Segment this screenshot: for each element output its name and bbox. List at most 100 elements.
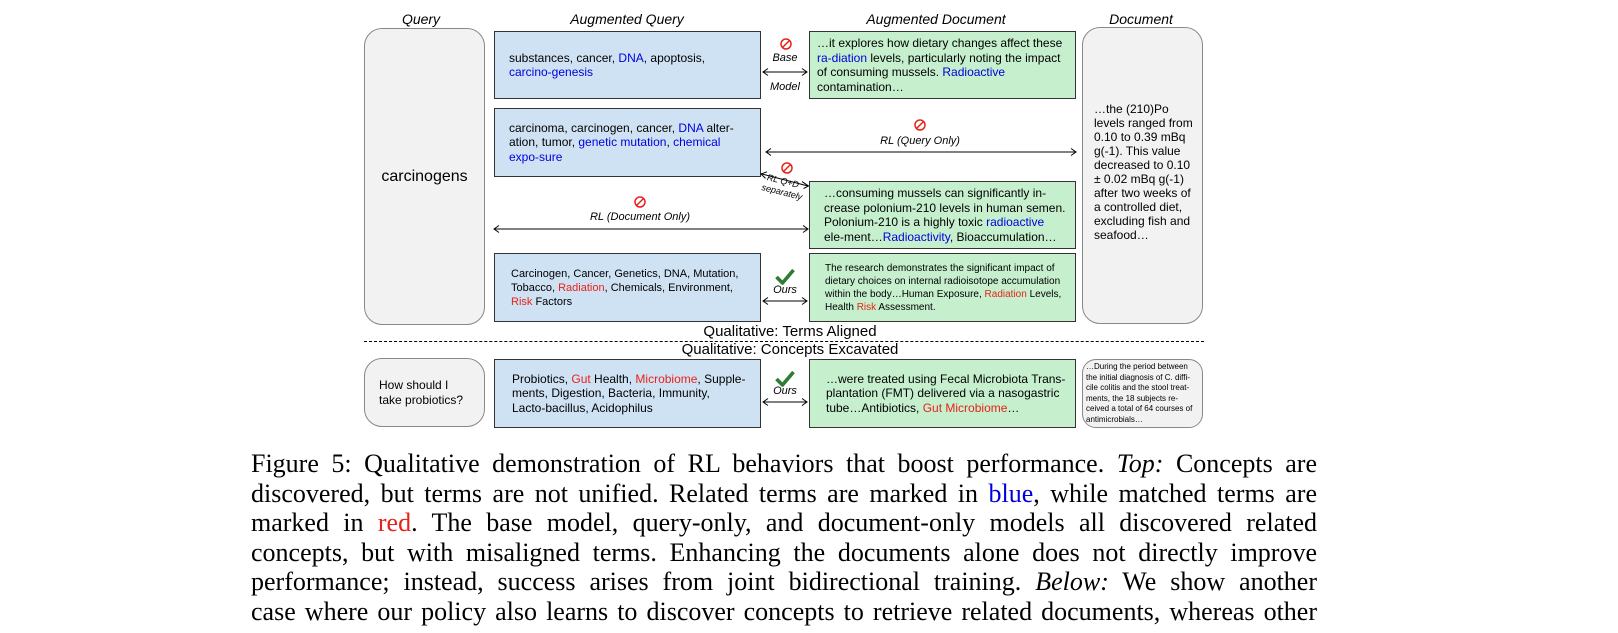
text-run: Radioactivity [882,229,950,244]
caption-run: discovered, but terms are not unified. R… [251,478,989,508]
text-run: , apoptosis, [643,50,706,65]
arrow-ours [762,297,808,305]
query-text-top: carcinogens [381,167,468,185]
text-run: Probiotics, [512,371,572,386]
caption-run: Below: [1035,567,1109,596]
text-run: Levels, Health [825,288,1062,313]
section-title-concepts-excavated: Qualitative: Concepts Excavated [681,341,899,358]
augmented-document-bottom: …were treated using Fecal Microbiota Tra… [809,359,1076,428]
text-run: Carcinogen, Cancer, Genetics, DNA, Mutat… [511,267,739,294]
text-run: Microbiome [635,371,698,386]
label-base: Base [772,52,798,64]
document-text-bottom: …During the period between the initial d… [1086,362,1193,424]
text-run: , [666,135,674,150]
caption-line-2: discovered, but terms are not unified. R… [251,479,1317,509]
caption-run: blue [988,478,1034,508]
prohibited-icon [634,196,646,208]
query-text-bottom: How should I take probiotics? [379,378,464,407]
aq-ours-text: Carcinogen, Cancer, Genetics, DNA, Mutat… [511,267,746,309]
text-run: ele-ment… [824,229,883,244]
text-run: Gut [571,371,591,386]
caption-run: marked in [251,508,378,537]
augmented-document-base: …it explores how dietary changes affect … [809,31,1076,99]
caption-line-5: performance; instead, success arises fro… [251,567,1317,597]
augmented-query-bottom: Probiotics, Gut Health, Microbiome, Supp… [494,359,761,428]
caption-run: Figure 5: Qualitative demonstration of R… [251,449,1117,478]
label-rl-document-only: RL (Document Only) [589,211,691,223]
text-run: Factors [532,295,573,308]
label-rl-query-only: RL (Query Only) [880,135,960,147]
text-run: carcinoma, carcinogen, cancer, [509,120,679,135]
caption-run: Concepts are [1163,449,1317,478]
augmented-query-ours: Carcinogen, Cancer, Genetics, DNA, Mutat… [494,253,761,322]
text-run: Risk [511,295,533,308]
header-augmented-document: Augmented Document [866,11,1006,27]
text-run: Radioactive [942,65,1006,79]
header-query: Query [401,11,441,27]
caption-run: , while matched terms are [1033,478,1318,508]
text-run: substances, cancer, [509,50,619,65]
ad-rl-doc-text: …consuming mussels can significantly in-… [824,186,1067,244]
text-run: Assessment. [876,301,936,313]
arrow-rl-document-only [493,225,809,233]
arrow-rl-query-only [765,148,1077,156]
header-augmented-query: Augmented Query [570,11,684,27]
figure-caption: Figure 5: Qualitative demonstration of R… [251,449,1317,626]
document-box-top: …the (210)Po levels ranged from 0.10 to … [1082,27,1203,324]
caption-run: . The base model, query-only, and docume… [411,508,1318,537]
prohibited-icon [781,162,793,174]
caption-run: Top: [1116,449,1164,478]
label-ours-bottom: Ours [773,385,797,397]
text-run: DNA [618,50,644,65]
text-run: levels, particularly noting the impact o… [817,50,1061,80]
text-run: chemical expo-sure [509,135,721,164]
text-run: , Supple-ments, Digestion, Bacteria, Imm… [512,371,746,415]
arrow-rl-separately [760,171,810,190]
label-ours: Ours [773,284,797,296]
arrow-ours-bottom [762,398,808,406]
text-run: , Bioaccumulation… [949,229,1057,244]
augmented-query-base: substances, cancer, DNA, apoptosis, carc… [494,31,761,99]
ad-bottom-text: …were treated using Fecal Microbiota Tra… [826,372,1067,416]
caption-run: case where our policy also learns to dis… [251,596,1317,626]
label-model: Model [770,81,800,93]
text-run: …consuming mussels can significantly in-… [824,186,1066,229]
text-run: Radiation [558,281,605,294]
prohibited-icon [780,38,792,50]
arrow-base [762,68,808,76]
text-run: carcino-genesis [509,65,594,79]
section-divider [364,341,1204,342]
text-run: genetic mutation [578,135,667,150]
prohibited-icon [914,119,926,131]
augmented-query-rl-query: carcinoma, carcinogen, cancer, DNA alter… [494,108,761,177]
caption-run: We show another [1108,567,1317,596]
text-run: …it explores how dietary changes affect … [817,36,1063,50]
text-run: alter-ation, tumor, [509,120,734,150]
text-run: The research demonstrates the significan… [825,262,1061,300]
text-run: , Chemicals, Environment, [604,281,733,294]
header-document: Document [1109,11,1173,27]
text-run: ra-diation [817,50,868,65]
aq-rl-query-text: carcinoma, carcinogen, cancer, DNA alter… [509,121,746,165]
caption-line-3: marked in red. The base model, query-onl… [251,508,1317,538]
text-run: Radiation [984,288,1027,300]
aq-bottom-text: Probiotics, Gut Health, Microbiome, Supp… [512,372,746,416]
caption-line-6: case where our policy also learns to dis… [251,597,1317,627]
aq-base-text: substances, cancer, DNA, apoptosis, carc… [509,51,746,80]
text-run: DNA [678,120,704,135]
text-run: …were treated using Fecal Microbiota Tra… [826,371,1066,415]
document-box-bottom: …During the period between the initial d… [1082,359,1203,428]
caption-run: performance; instead, success arises fro… [251,567,1036,596]
caption-line-4: concepts, but with misaligned terms. Enh… [251,538,1317,568]
ad-base-text: …it explores how dietary changes affect … [817,36,1067,94]
query-box-top: carcinogens [364,28,485,325]
text-run: … [1007,400,1020,415]
check-icon [775,370,795,387]
caption-run: concepts, but with misaligned terms. Enh… [251,537,1317,567]
text-run: contamination… [817,79,904,94]
section-title-terms-aligned: Qualitative: Terms Aligned [703,323,877,340]
caption-run: red [377,508,412,537]
text-run: radioactive [986,215,1045,229]
text-run: Risk [856,301,877,313]
text-run: Health, [590,371,636,386]
